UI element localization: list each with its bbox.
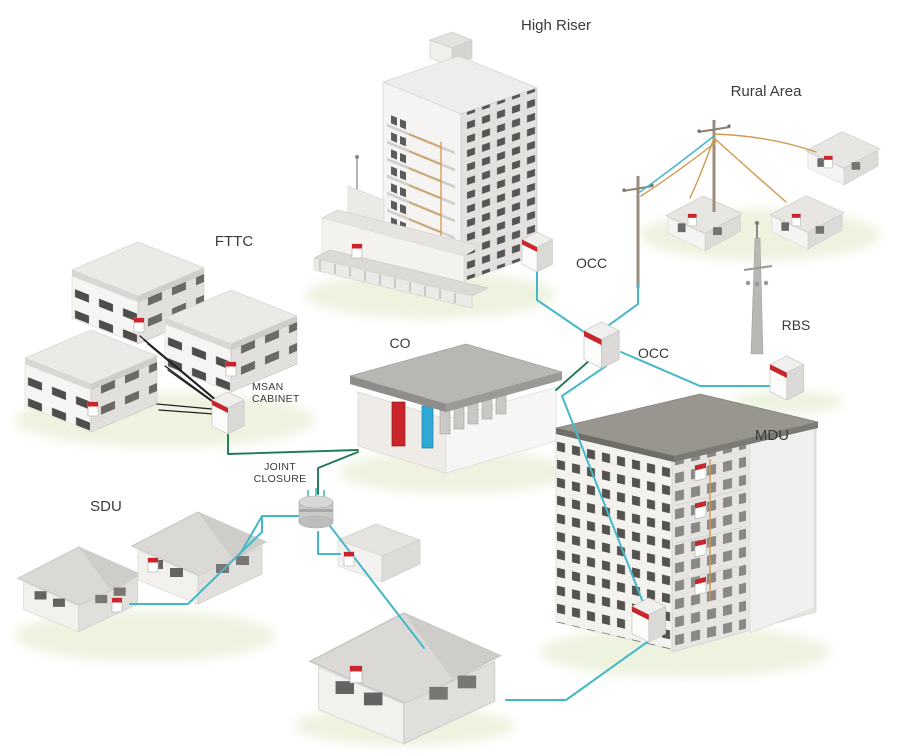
- high-riser-riser-cable: [409, 133, 442, 253]
- label-co: CO: [390, 335, 411, 351]
- label-mdu: MDU: [755, 427, 789, 444]
- mdu-cabinet: [631, 597, 667, 643]
- label-sdu: SDU: [90, 498, 122, 515]
- label-joint-line2: CLOSURE: [254, 473, 307, 485]
- occ-cabinet-high-riser: [521, 231, 553, 273]
- label-msan-line2: CABINET: [252, 393, 300, 405]
- label-occ-central: OCC: [638, 345, 669, 361]
- rural-area: [622, 120, 881, 288]
- podium-colonnade: [319, 260, 456, 303]
- label-fttc: FTTC: [215, 233, 253, 250]
- co-red-rack: [391, 401, 406, 447]
- rbs-cabinet: [769, 355, 805, 401]
- fiber-green-cables: [227, 359, 591, 495]
- rural-house-1: [805, 131, 881, 186]
- label-high-riser: High Riser: [521, 17, 591, 34]
- rbs-tower: [743, 221, 773, 355]
- mdu-side-pillar: [749, 424, 815, 634]
- occ-cabinet-central: [583, 321, 620, 369]
- label-msan-line1: MSAN: [252, 381, 284, 393]
- mdu-riser-column: [676, 458, 742, 602]
- label-joint-line1: JOINT: [264, 461, 296, 473]
- drop-cables: [640, 133, 817, 203]
- label-rural-area: Rural Area: [731, 83, 803, 100]
- labels: High Riser Rural Area FTTC OCC CO OCC RB…: [90, 17, 810, 515]
- co-blue-rack: [421, 405, 434, 449]
- joint-closure: [298, 488, 334, 529]
- co-building: [348, 343, 564, 474]
- label-msan-cabinet: MSAN CABINET: [252, 381, 300, 405]
- label-rbs: RBS: [782, 317, 811, 333]
- label-joint-closure: JOINT CLOSURE: [254, 461, 307, 485]
- copper-cables: [139, 335, 221, 415]
- mdu-building: [555, 393, 819, 653]
- msan-cabinet: [211, 391, 245, 435]
- high-riser-building: [312, 31, 539, 309]
- fiber-teal-cables: [129, 135, 771, 701]
- label-occ-high-riser: OCC: [576, 255, 607, 271]
